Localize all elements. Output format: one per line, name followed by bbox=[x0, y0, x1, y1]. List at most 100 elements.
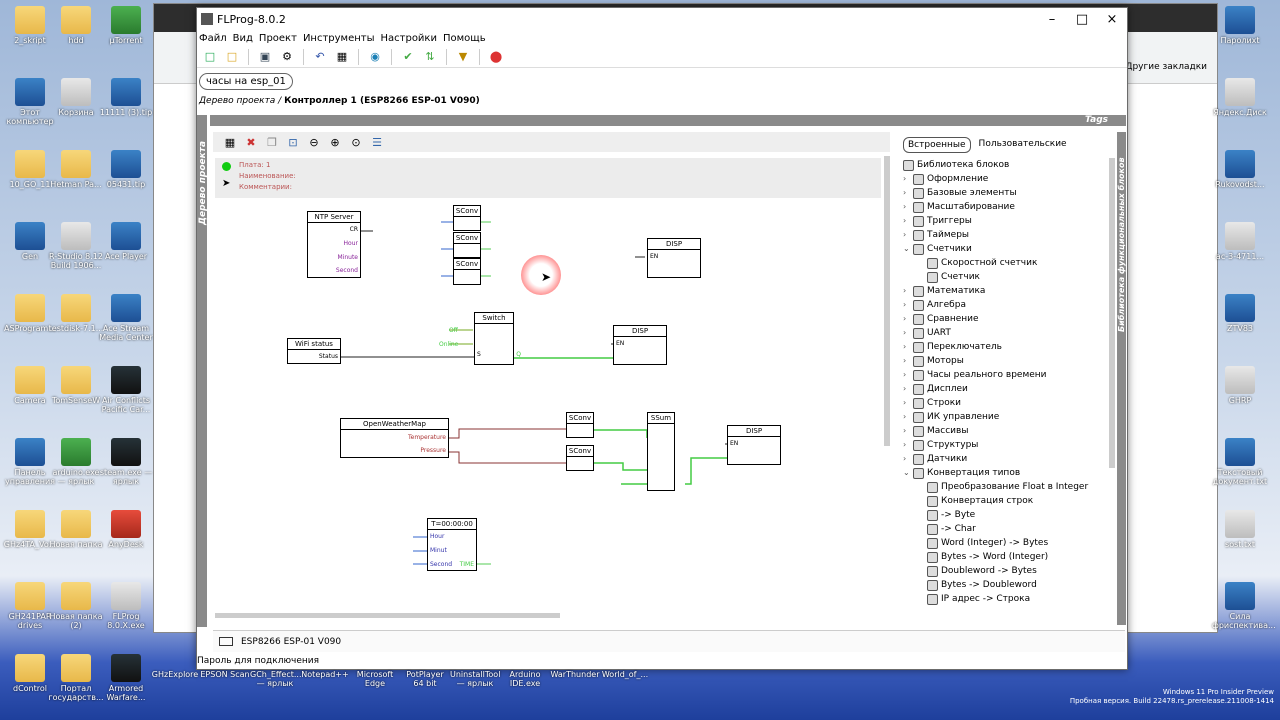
chevron-right-icon[interactable]: › bbox=[903, 356, 907, 365]
menu-tools[interactable]: Инструменты bbox=[302, 32, 375, 44]
check-icon[interactable]: ✔ bbox=[403, 50, 413, 63]
desktop-icon[interactable]: Корзина bbox=[48, 78, 104, 117]
tab-custom[interactable]: Пользовательские bbox=[978, 139, 1067, 149]
desktop-icon[interactable]: sost.txt bbox=[1212, 510, 1268, 549]
library-category[interactable]: ›Оформление bbox=[903, 172, 1117, 186]
chevron-right-icon[interactable]: › bbox=[903, 412, 907, 421]
switch-input-off[interactable]: Off bbox=[449, 327, 458, 334]
desktop-icon[interactable]: ac-3-4711... bbox=[1212, 222, 1268, 261]
chevron-right-icon[interactable]: › bbox=[903, 286, 907, 295]
desktop-icon[interactable]: Текстовый документ.txt bbox=[1212, 438, 1268, 486]
library-category[interactable]: ›Массивы bbox=[903, 424, 1117, 438]
library-category[interactable]: ›Алгебра bbox=[903, 298, 1117, 312]
chevron-right-icon[interactable]: › bbox=[903, 300, 907, 309]
sconv-block-2[interactable]: SConv bbox=[453, 232, 481, 258]
undo-icon[interactable]: ↶ bbox=[315, 50, 325, 63]
export-icon[interactable]: ☰ bbox=[372, 135, 382, 149]
sconv-block-4[interactable]: SConv bbox=[566, 412, 594, 438]
chevron-down-icon[interactable]: ⌄ bbox=[903, 468, 910, 477]
desktop-icon[interactable]: GHz4TA_Vo... bbox=[2, 510, 58, 549]
desktop-icon[interactable]: Яндекс.Диск bbox=[1212, 78, 1268, 117]
library-side-strip[interactable]: Библиотека функциональных блоков bbox=[1117, 132, 1126, 625]
arrange-icon[interactable]: ⊡ bbox=[288, 135, 298, 149]
desktop-icon[interactable]: AnyDesk bbox=[98, 510, 154, 549]
time-format-block[interactable]: T=00:00:00 Hour Minut Second TIME bbox=[427, 518, 477, 571]
new-project-icon[interactable]: □ bbox=[204, 50, 216, 63]
program-canvas[interactable]: ▦ ✖ ❐ ⊡ ⊖ ⊕ ⊙ ☰ ➤ Плата: 1 Наименование:… bbox=[213, 132, 890, 619]
disp-block-3[interactable]: DISP EN bbox=[727, 425, 781, 465]
chevron-right-icon[interactable]: › bbox=[903, 342, 907, 351]
menu-help[interactable]: Помощь bbox=[442, 32, 486, 44]
board-header[interactable]: ➤ Плата: 1 Наименование: Комментарии: bbox=[215, 158, 881, 198]
library-category[interactable]: ›Таймеры bbox=[903, 228, 1117, 242]
library-block-item[interactable]: Word (Integer) -> Bytes bbox=[903, 536, 1117, 550]
desktop-icon[interactable]: R-Studio 8.12 Build 1906... bbox=[48, 222, 104, 270]
library-category[interactable]: ›Моторы bbox=[903, 354, 1117, 368]
timer-port-minute[interactable]: Minut bbox=[430, 547, 447, 554]
desktop-icon[interactable]: Air Conflicts Pacific Car... bbox=[98, 366, 154, 414]
desktop-icon[interactable]: hdd bbox=[48, 6, 104, 45]
desktop-icon[interactable]: arduino.exe — ярлык bbox=[48, 438, 104, 486]
library-block-item[interactable]: -> Char bbox=[903, 522, 1117, 536]
disp-port-en[interactable]: EN bbox=[730, 440, 739, 447]
wifi-port-status[interactable]: Status bbox=[318, 353, 338, 360]
desktop-shortcut-label[interactable]: Notepad++ bbox=[301, 670, 349, 679]
desktop-icon[interactable]: Hetman Pa... bbox=[48, 150, 104, 189]
disp-block-2[interactable]: DISP EN bbox=[613, 325, 667, 365]
desktop-icon[interactable]: Новая папка (2) bbox=[48, 582, 104, 630]
minimize-button[interactable]: – bbox=[1048, 11, 1056, 27]
owm-port-temperature[interactable]: Temperature bbox=[407, 434, 446, 441]
switch-port-q[interactable]: Q bbox=[516, 351, 521, 358]
desktop-icon[interactable]: GHRP bbox=[1212, 366, 1268, 405]
library-block-item[interactable]: IP адрес -> Строка bbox=[903, 592, 1117, 606]
delete-board-icon[interactable]: ✖ bbox=[246, 135, 256, 149]
chevron-right-icon[interactable]: › bbox=[903, 188, 907, 197]
desktop-icon[interactable]: Новая папка bbox=[48, 510, 104, 549]
library-block-item[interactable]: Bytes -> Doubleword bbox=[903, 578, 1117, 592]
ntp-port-second[interactable]: Second bbox=[335, 267, 358, 274]
ntp-port-minute[interactable]: Minute bbox=[337, 254, 359, 261]
desktop-icon[interactable]: ZTV83 bbox=[1212, 294, 1268, 333]
maximize-button[interactable]: □ bbox=[1075, 11, 1089, 27]
copy-icon[interactable]: ❐ bbox=[267, 135, 277, 149]
desktop-icon[interactable]: TomSenseW bbox=[48, 366, 104, 405]
library-block-item[interactable]: Doubleword -> Bytes bbox=[903, 564, 1117, 578]
desktop-shortcut-label[interactable]: WarThunder bbox=[550, 670, 600, 679]
library-category[interactable]: ›Часы реального времени bbox=[903, 368, 1117, 382]
sconv-block-3[interactable]: SConv bbox=[453, 258, 481, 285]
timer-port-hour[interactable]: Hour bbox=[430, 533, 445, 540]
debug-icon[interactable]: ▼ bbox=[458, 50, 468, 63]
menu-file[interactable]: Файл bbox=[199, 32, 227, 44]
chevron-right-icon[interactable]: › bbox=[903, 174, 907, 183]
library-category[interactable]: ›ИК управление bbox=[903, 410, 1117, 424]
zoom-reset-icon[interactable]: ⊙ bbox=[351, 135, 361, 149]
sconv-block-5[interactable]: SConv bbox=[566, 445, 594, 471]
board-icon[interactable]: ▦ bbox=[336, 50, 348, 63]
desktop-icon[interactable]: Этот компьютер bbox=[2, 78, 58, 126]
desktop-icon[interactable]: Camera bbox=[2, 366, 58, 405]
library-category[interactable]: ›Переключатель bbox=[903, 340, 1117, 354]
compile-icon[interactable]: ◉ bbox=[370, 50, 380, 63]
library-category[interactable]: ›Структуры bbox=[903, 438, 1117, 452]
desktop-shortcut-label[interactable]: GHzExplore bbox=[151, 670, 199, 679]
ntp-port-cr[interactable]: CR bbox=[349, 226, 358, 233]
project-tree-collapsed[interactable]: Дерево проекта bbox=[197, 115, 208, 627]
ssum-block[interactable]: SSum bbox=[647, 412, 675, 491]
chevron-right-icon[interactable]: › bbox=[903, 426, 907, 435]
library-category[interactable]: ›Дисплеи bbox=[903, 382, 1117, 396]
desktop-icon[interactable]: Панель управления bbox=[2, 438, 58, 486]
timer-port-time[interactable]: TIME bbox=[459, 561, 474, 568]
breadcrumb-path[interactable]: Дерево проекта / bbox=[199, 96, 282, 106]
desktop-icon[interactable]: Сила фриспектива... bbox=[1212, 582, 1276, 630]
library-category[interactable]: ›Сравнение bbox=[903, 312, 1117, 326]
chevron-right-icon[interactable]: › bbox=[903, 398, 907, 407]
disp-block-1[interactable]: DISP EN bbox=[647, 238, 701, 278]
disp-port-en[interactable]: EN bbox=[616, 340, 625, 347]
chevron-down-icon[interactable]: ⌄ bbox=[903, 244, 910, 253]
library-category[interactable]: ›Математика bbox=[903, 284, 1117, 298]
chevron-right-icon[interactable]: › bbox=[903, 314, 907, 323]
tags-bar[interactable]: Tags bbox=[210, 115, 1126, 126]
library-block-item[interactable]: Bytes -> Word (Integer) bbox=[903, 550, 1117, 564]
desktop-icon[interactable]: steam.exe — ярлык bbox=[98, 438, 154, 486]
ntp-server-block[interactable]: NTP Server CR Hour Minute Second bbox=[307, 211, 361, 278]
